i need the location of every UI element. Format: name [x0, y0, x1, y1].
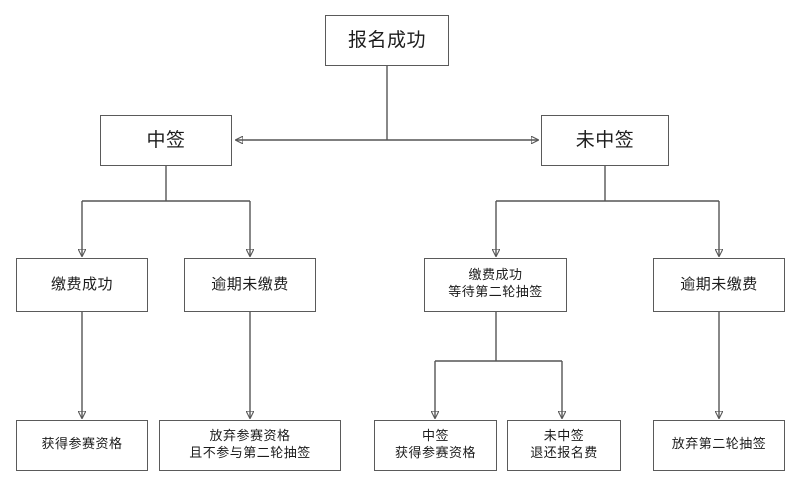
node-label-line1: 未中签: [543, 428, 585, 444]
node-not-won-lottery[interactable]: 未中签: [541, 115, 669, 166]
node-won-overdue-unpaid[interactable]: 逾期未缴费: [184, 258, 316, 312]
node-obtain-qualification[interactable]: 获得参赛资格: [16, 420, 148, 471]
node-abandon-round2[interactable]: 放弃第二轮抽签: [653, 420, 785, 471]
node-label-line1: 中签: [421, 428, 449, 444]
node-label: 中签: [146, 129, 186, 152]
node-label-line1: 缴费成功: [468, 268, 523, 284]
node-label: 放弃第二轮抽签: [671, 437, 767, 453]
node-label: 报名成功: [347, 29, 426, 52]
node-label: 获得参赛资格: [41, 437, 123, 453]
node-forfeit-qualification[interactable]: 放弃参赛资格 且不参与第二轮抽签: [159, 420, 341, 471]
node-label: 未中签: [575, 129, 635, 152]
node-label-line2: 获得参赛资格: [394, 445, 476, 461]
node-label-line2: 退还报名费: [530, 445, 598, 461]
node-label: 逾期未缴费: [680, 275, 758, 294]
node-won-lottery[interactable]: 中签: [100, 115, 232, 166]
node-label-line2: 等待第二轮抽签: [448, 285, 543, 300]
node-label: 缴费成功: [50, 275, 113, 294]
node-round2-not-won-refund[interactable]: 未中签 退还报名费: [507, 420, 621, 471]
node-notwon-overdue-unpaid[interactable]: 逾期未缴费: [653, 258, 785, 312]
node-round2-won-qualification[interactable]: 中签 获得参赛资格: [374, 420, 497, 471]
node-label: 逾期未缴费: [211, 275, 289, 294]
node-won-payment-success[interactable]: 缴费成功: [16, 258, 148, 312]
node-notwon-payment-success-waiting[interactable]: 缴费成功 等待第二轮抽签: [424, 258, 567, 312]
node-registration-success[interactable]: 报名成功: [325, 15, 449, 66]
node-label-line2: 且不参与第二轮抽签: [189, 445, 311, 461]
node-label-line1: 放弃参赛资格: [209, 428, 291, 444]
